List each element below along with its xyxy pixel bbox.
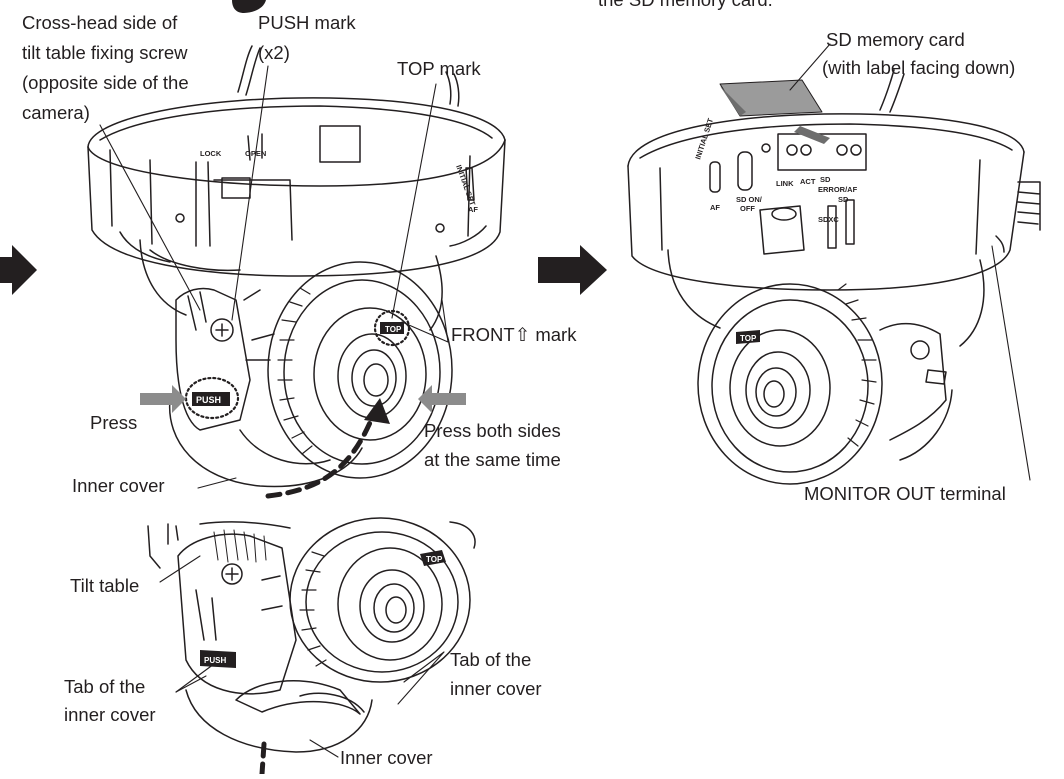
top-marking-closeup: TOP: [426, 555, 443, 564]
af-marking-left: AF: [468, 205, 478, 214]
same-time-label: at the same time: [424, 449, 561, 470]
tab-right-label-line2: inner cover: [450, 678, 542, 699]
error-af-marking: ERROR/AF: [818, 185, 858, 194]
tab-right-label-line1: Tab of the: [450, 649, 532, 670]
press-both-sides-label: Press both sides: [424, 420, 561, 441]
top-marking-right: TOP: [740, 334, 757, 343]
initial-set-marking-right: INITIAL SET: [693, 117, 715, 161]
cross-head-screw-label-line2: tilt table fixing screw: [22, 42, 188, 63]
process-arrow-middle: [538, 245, 607, 295]
monitor-out-leader-line: [991, 245, 1031, 481]
sd-off-marking: OFF: [740, 204, 755, 213]
cross-head-screw-label-line4: camera): [22, 102, 90, 123]
push-marking-closeup: PUSH: [204, 656, 226, 665]
press-arrow-right: [418, 385, 466, 413]
top-marking-left: TOP: [385, 325, 402, 334]
act-marking: ACT: [800, 177, 816, 186]
inner-cover-label: Inner cover: [72, 475, 165, 496]
push-mark-label: PUSH mark: [258, 12, 356, 33]
af-marking-right: AF: [710, 203, 720, 212]
tab-left-label-line2: inner cover: [64, 704, 156, 725]
press-label: Press: [90, 412, 138, 433]
sd-slot-marking: SD: [838, 195, 849, 204]
process-arrow-left: [0, 245, 37, 295]
open-marking: OPEN: [245, 149, 266, 158]
sd-on-marking: SD ON/: [736, 195, 763, 204]
sdxc-marking: SDXC: [818, 215, 839, 224]
camera-left-drawing: [87, 45, 506, 488]
press-arrow-left: [140, 385, 186, 413]
sd-card-orientation-label: (with label facing down): [822, 57, 1016, 78]
top-mark-label: TOP mark: [397, 58, 481, 79]
sd-marking: SD: [820, 175, 831, 184]
callout-leader-lines-left: [99, 65, 449, 489]
camera-right-drawing: [627, 43, 1041, 485]
front-mark-label: FRONT⇧ mark: [451, 324, 577, 345]
monitor-out-label: MONITOR OUT terminal: [804, 483, 1006, 504]
push-marking-left: PUSH: [196, 395, 221, 405]
lock-marking: LOCK: [200, 149, 222, 158]
initial-set-marking: INITIAL SET: [454, 164, 477, 208]
link-marking: LINK: [776, 179, 794, 188]
tilt-table-label: Tilt table: [70, 575, 140, 596]
sd-card-label: SD memory card: [826, 29, 965, 50]
cross-head-screw-label-line1: Cross-head side of: [22, 12, 178, 33]
push-mark-count-label: (x2): [258, 42, 290, 63]
top-clipped-text: the SD memory card.: [598, 0, 773, 11]
tab-left-label-line1: Tab of the: [64, 676, 146, 697]
inner-cover-bottom-label: Inner cover: [340, 747, 433, 768]
callout-leader-lines-closeup: [159, 555, 445, 758]
sd-card-shape: [719, 79, 823, 117]
cross-head-screw-label-line3: (opposite side of the: [22, 72, 189, 93]
clipped-heading-shape: [232, 0, 266, 13]
closeup-drawing: [147, 517, 476, 753]
